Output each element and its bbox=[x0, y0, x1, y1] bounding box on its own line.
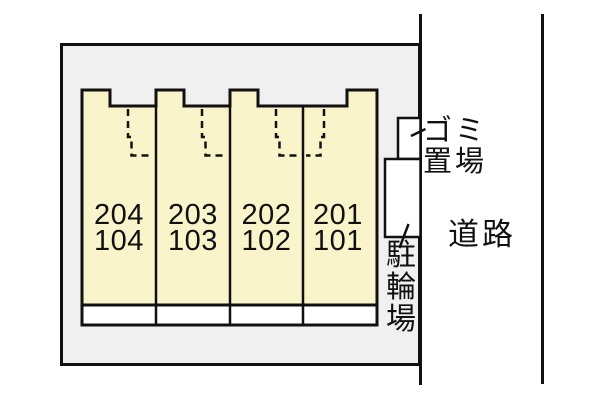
unit-upper-number: 202 bbox=[241, 199, 292, 231]
unit-upper-number: 201 bbox=[313, 199, 363, 231]
unit-lower-number: 101 bbox=[313, 225, 363, 257]
road-label: 道路 bbox=[448, 217, 516, 252]
entry-path-dashed bbox=[274, 109, 298, 157]
entry-path-dashed bbox=[306, 109, 326, 157]
garbage-area-label: ゴミ 置場 bbox=[423, 115, 488, 178]
bicycle-parking-box bbox=[383, 157, 422, 239]
unit-label-204-104: 204 104 bbox=[82, 199, 156, 257]
unit-label-203-103: 203 103 bbox=[156, 199, 230, 257]
entry-path-dashed bbox=[126, 109, 150, 157]
unit-lower-number: 104 bbox=[94, 225, 144, 257]
entry-path-dashed bbox=[200, 109, 224, 157]
bicycle-parking-label: 駐輪場 bbox=[386, 239, 416, 336]
unit-lower-number: 102 bbox=[241, 225, 292, 257]
bicycle-leader-line bbox=[398, 223, 410, 249]
unit-label-202-102: 202 102 bbox=[230, 199, 303, 257]
unit-upper-number: 204 bbox=[94, 199, 144, 231]
road-line-far bbox=[541, 14, 544, 384]
unit-lower-number: 103 bbox=[168, 225, 218, 257]
unit-upper-number: 203 bbox=[168, 199, 218, 231]
unit-label-201-101: 201 101 bbox=[303, 199, 373, 257]
garbage-leader-line bbox=[410, 127, 427, 138]
garbage-area-box bbox=[396, 116, 422, 161]
